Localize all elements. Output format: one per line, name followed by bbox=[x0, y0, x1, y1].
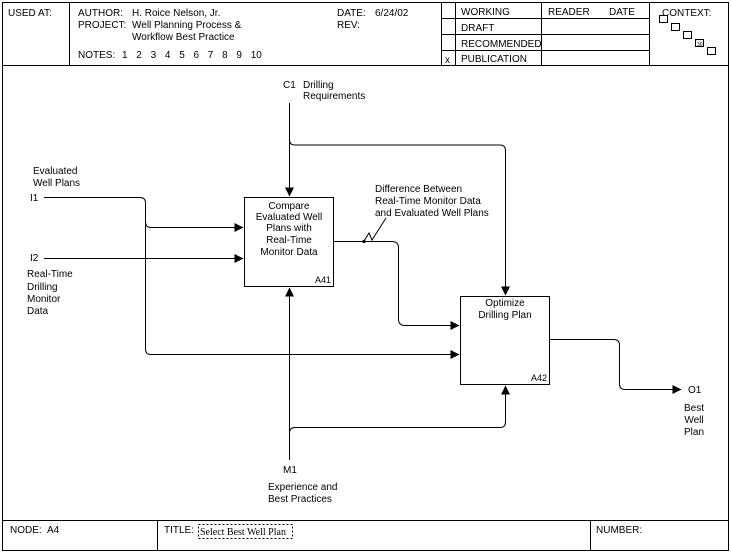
reader-label: READER bbox=[548, 7, 590, 18]
context-box-3 bbox=[683, 31, 692, 39]
a41-line-2: Evaluated Well bbox=[256, 212, 323, 223]
a41-line-3: Plans with bbox=[266, 223, 312, 234]
o1-line-3: Plan bbox=[684, 427, 704, 438]
note-number: 2 bbox=[136, 50, 142, 61]
a41-line-5: Monitor Data bbox=[260, 247, 318, 258]
status-publication-label: PUBLICATION bbox=[461, 54, 527, 65]
activity-box-a42-frame[interactable] bbox=[460, 296, 550, 385]
a41-line-4: Real-Time bbox=[266, 235, 312, 246]
connector-dot bbox=[362, 239, 366, 244]
date-label: DATE: bbox=[337, 8, 366, 19]
label-o1: O1 Best Well Plan bbox=[684, 385, 704, 438]
internal-label-line-2: Real-Time Monitor Data bbox=[375, 196, 481, 207]
context-box-current bbox=[695, 39, 704, 47]
status-recommended: RECOMMENDED bbox=[461, 39, 542, 50]
m1-line-2: Best Practices bbox=[268, 494, 332, 505]
status-publication-mark: x bbox=[445, 55, 450, 66]
status-working: WORKING bbox=[461, 7, 510, 18]
i1-line-1: Evaluated bbox=[33, 166, 77, 177]
used-at-label: USED AT: bbox=[8, 8, 52, 19]
note-number: 10 bbox=[251, 50, 263, 61]
note-number: 1 bbox=[122, 50, 128, 61]
label-i2: I2 Real-Time Drilling Monitor Data bbox=[27, 253, 73, 317]
status-recommended-label: RECOMMENDED bbox=[461, 39, 542, 50]
internal-label-line-3: and Evaluated Well Plans bbox=[375, 208, 489, 219]
context-box-2 bbox=[671, 23, 680, 31]
i1-line-2: Well Plans bbox=[33, 178, 80, 189]
i2-line-4: Data bbox=[27, 306, 49, 317]
arrow-c1-to-a42[interactable] bbox=[289, 139, 510, 296]
status-publication: x PUBLICATION bbox=[445, 54, 527, 66]
o1-line-2: Well bbox=[684, 415, 703, 426]
number-label: NUMBER: bbox=[596, 525, 642, 536]
internal-label-line-1: Difference Between bbox=[375, 184, 462, 195]
label-internal-arrow: Difference Between Real-Time Monitor Dat… bbox=[375, 184, 489, 219]
context-box-label: 30 bbox=[697, 42, 703, 48]
project-label: PROJECT: bbox=[78, 20, 126, 31]
o1-line-1: Best bbox=[684, 403, 704, 414]
activity-box-a42[interactable]: Optimize Drilling Plan A42 bbox=[460, 296, 550, 385]
a42-line-1: Optimize bbox=[485, 298, 525, 309]
a42-node-id: A42 bbox=[531, 373, 547, 383]
arrow-i1-to-a42[interactable] bbox=[145, 222, 460, 359]
status-draft: DRAFT bbox=[461, 23, 494, 34]
arrow-m1-to-a42[interactable] bbox=[289, 385, 510, 434]
label-m1: M1 Experience and Best Practices bbox=[268, 465, 338, 505]
project-line-1: Well Planning Process & bbox=[132, 20, 242, 31]
arrow-a42-to-o1[interactable] bbox=[550, 339, 682, 394]
note-number: 5 bbox=[179, 50, 185, 61]
status-draft-label: DRAFT bbox=[461, 23, 494, 34]
author-label: AUTHOR: bbox=[78, 8, 123, 19]
i2-line-1: Real-Time bbox=[27, 269, 73, 280]
c1-code: C1 bbox=[283, 80, 296, 91]
note-number: 4 bbox=[165, 50, 171, 61]
squiggle-connector bbox=[363, 217, 387, 242]
i1-code: I1 bbox=[30, 193, 39, 204]
c1-line-1: Drilling bbox=[303, 80, 334, 91]
note-number: 7 bbox=[208, 50, 214, 61]
arrow-i1-to-a41[interactable] bbox=[44, 197, 244, 232]
activity-box-a41[interactable]: Compare Evaluated Well Plans with Real-T… bbox=[244, 197, 334, 287]
node-value: A4 bbox=[47, 525, 60, 536]
i2-line-3: Monitor bbox=[27, 294, 61, 305]
i2-line-2: Drilling bbox=[27, 282, 58, 293]
note-number: 8 bbox=[222, 50, 228, 61]
author-name: H. Roice Nelson, Jr. bbox=[132, 8, 220, 19]
notes-label: NOTES: bbox=[78, 50, 115, 61]
footer-frame bbox=[2, 520, 729, 551]
a42-line-2: Drilling Plan bbox=[478, 310, 531, 321]
title-label: TITLE: bbox=[164, 525, 194, 536]
title-value[interactable]: Select Best Well Plan bbox=[200, 527, 286, 538]
date-value: 6/24/02 bbox=[375, 8, 409, 19]
title-selection-box[interactable] bbox=[198, 524, 293, 539]
m1-line-1: Experience and bbox=[268, 482, 338, 493]
note-number: 9 bbox=[236, 50, 242, 61]
a41-node-id: A41 bbox=[315, 275, 331, 285]
o1-code: O1 bbox=[688, 385, 702, 396]
note-number: 6 bbox=[194, 50, 200, 61]
project-line-2: Workflow Best Practice bbox=[132, 32, 235, 43]
m1-code: M1 bbox=[283, 465, 297, 476]
rev-label: REV: bbox=[337, 20, 360, 31]
activity-box-a41-frame[interactable] bbox=[244, 197, 334, 287]
context-box-1 bbox=[659, 15, 668, 23]
c1-line-2: Requirements bbox=[303, 91, 365, 102]
context-node-tree bbox=[659, 15, 716, 55]
label-c1: C1 Drilling Requirements bbox=[283, 80, 365, 102]
note-number: 3 bbox=[151, 50, 157, 61]
context-box-5 bbox=[707, 47, 716, 55]
reader-date-label: DATE bbox=[609, 7, 635, 18]
node-label: NODE: bbox=[10, 525, 42, 536]
status-working-label: WORKING bbox=[461, 7, 510, 18]
arrow-a41-to-a42[interactable] bbox=[334, 241, 460, 330]
a41-line-1: Compare bbox=[268, 201, 310, 212]
label-i1: Evaluated Well Plans I1 bbox=[30, 166, 80, 204]
context-label: CONTEXT: bbox=[662, 8, 711, 19]
arrows bbox=[44, 103, 682, 460]
i2-code: I2 bbox=[30, 253, 39, 264]
